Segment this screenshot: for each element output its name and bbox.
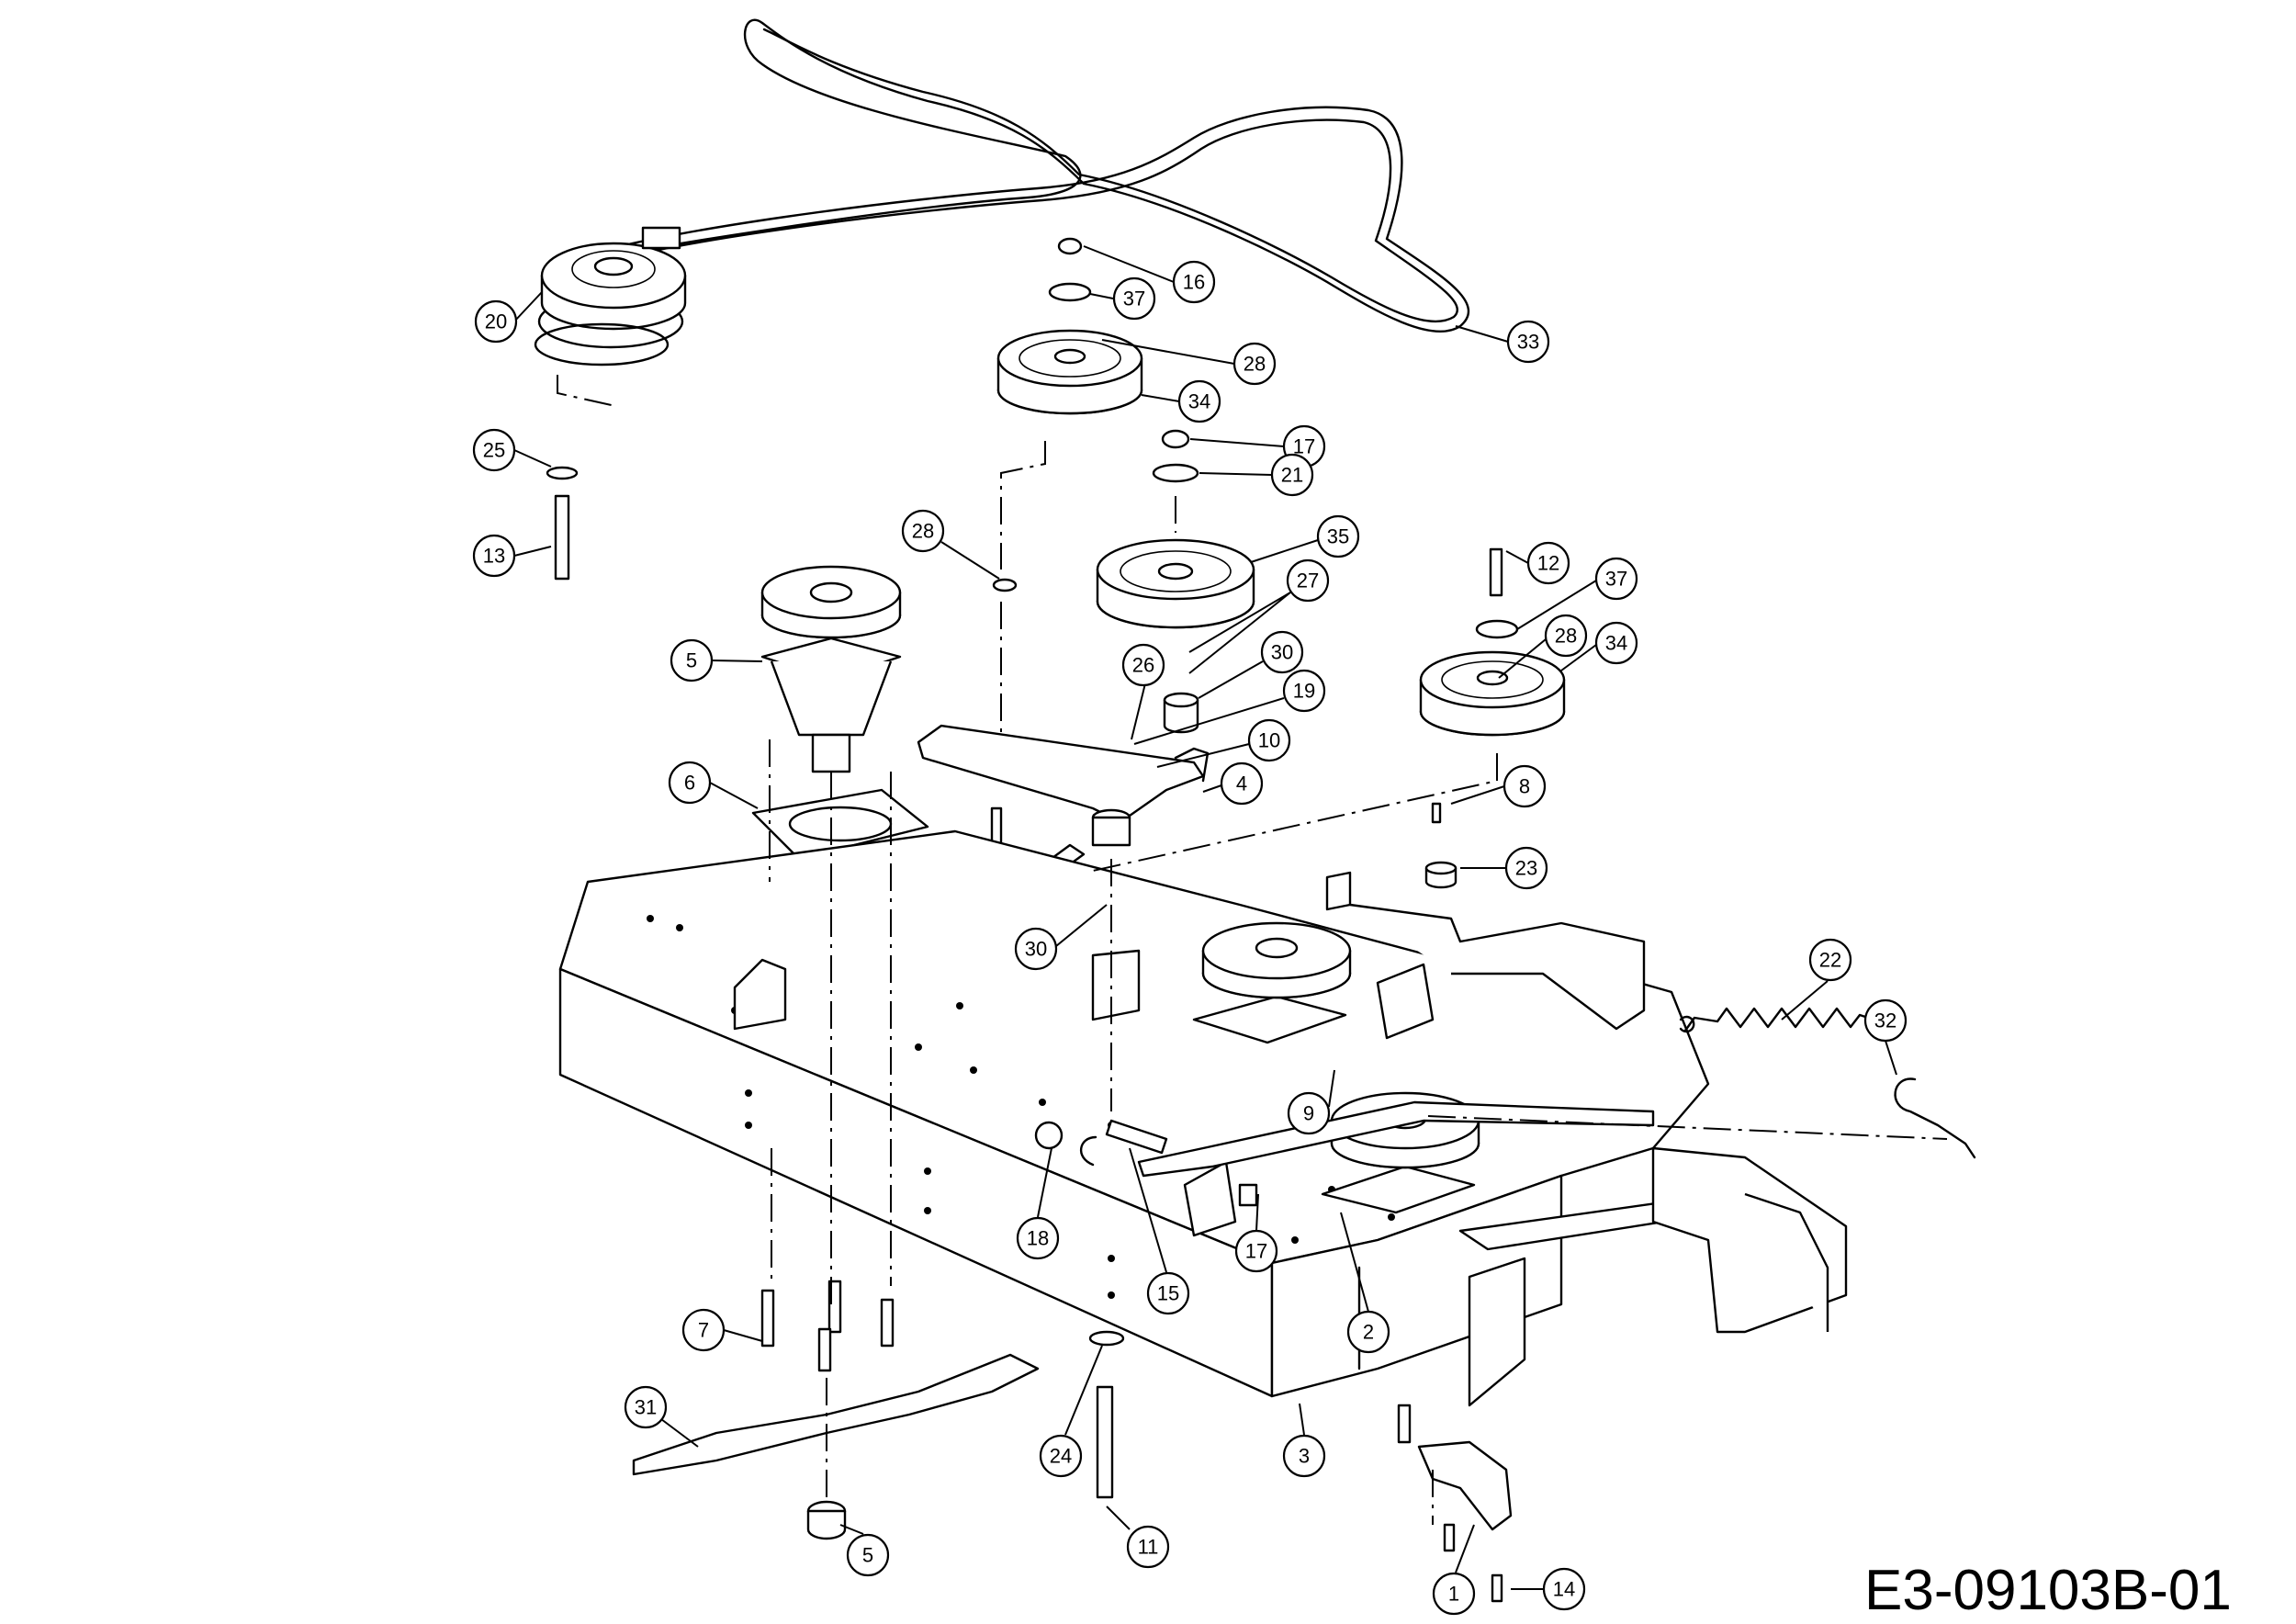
callout: 22	[1781, 938, 1852, 1021]
svg-text:15: 15	[1157, 1282, 1179, 1305]
callout: 25	[472, 428, 552, 472]
callout: 24	[1039, 1345, 1103, 1478]
callout: 31	[624, 1385, 699, 1448]
svg-text:3: 3	[1299, 1445, 1310, 1468]
callout: 37	[1516, 557, 1638, 630]
svg-text:7: 7	[698, 1319, 709, 1342]
svg-text:16: 16	[1183, 271, 1205, 294]
callout: 4	[1202, 761, 1264, 806]
callout: 35	[1250, 514, 1360, 563]
svg-text:5: 5	[686, 649, 697, 672]
electric-clutch	[534, 226, 687, 367]
drive-belt	[549, 18, 1470, 333]
svg-text:30: 30	[1025, 938, 1047, 961]
callout: 6	[668, 761, 759, 809]
callout: 11	[1106, 1506, 1170, 1569]
svg-text:32: 32	[1874, 1009, 1896, 1032]
svg-text:23: 23	[1515, 857, 1537, 880]
svg-text:11: 11	[1138, 1536, 1159, 1559]
svg-text:28: 28	[1244, 353, 1266, 376]
callout: 17	[1234, 1193, 1278, 1273]
svg-text:2: 2	[1363, 1321, 1374, 1344]
svg-text:34: 34	[1605, 632, 1627, 655]
callout: 3	[1282, 1403, 1326, 1478]
deck-holes	[647, 915, 1395, 1299]
callout: 26	[1121, 643, 1165, 740]
spindle-center	[1192, 921, 1352, 1044]
svg-text:20: 20	[485, 310, 507, 333]
svg-text:10: 10	[1258, 729, 1280, 752]
callout: 32	[1863, 998, 1908, 1076]
drawing-code: E3-09103B-01	[1864, 1559, 2232, 1622]
callout: 19	[1133, 669, 1326, 745]
callout: 5	[670, 638, 763, 682]
callout: 9	[1287, 1069, 1335, 1135]
svg-text:19: 19	[1293, 680, 1315, 703]
svg-text:14: 14	[1553, 1578, 1575, 1601]
callouts: 20 25 13 16 37 28 34 33 17 21 28 35 27 2…	[472, 245, 1908, 1616]
svg-text:6: 6	[684, 772, 695, 795]
svg-text:37: 37	[1605, 568, 1627, 591]
svg-text:5: 5	[862, 1544, 873, 1567]
svg-text:25: 25	[483, 439, 505, 462]
svg-text:4: 4	[1236, 773, 1247, 795]
svg-text:35: 35	[1327, 525, 1349, 548]
flat-idler-35	[1096, 538, 1255, 629]
svg-text:17: 17	[1245, 1240, 1267, 1263]
svg-text:26: 26	[1132, 654, 1154, 677]
callout: 8	[1450, 764, 1547, 808]
callout: 33	[1455, 320, 1550, 364]
callout: 18	[1016, 1147, 1060, 1260]
svg-text:27: 27	[1297, 570, 1319, 592]
svg-text:24: 24	[1050, 1445, 1072, 1468]
callout: 13	[472, 534, 552, 578]
svg-text:17: 17	[1293, 435, 1315, 458]
svg-text:22: 22	[1819, 949, 1841, 972]
callout: 14	[1511, 1567, 1586, 1611]
callout: 28	[1498, 614, 1588, 679]
idler-pulley-34-right	[1419, 650, 1566, 737]
svg-text:33: 33	[1517, 331, 1539, 354]
svg-text:28: 28	[912, 520, 934, 543]
svg-text:37: 37	[1123, 288, 1145, 310]
svg-text:31: 31	[635, 1396, 657, 1419]
svg-text:34: 34	[1188, 390, 1210, 413]
callout: 34	[1141, 379, 1221, 423]
callout: 37	[1089, 276, 1156, 321]
svg-text:9: 9	[1303, 1102, 1314, 1125]
idler-pulley-34-top	[996, 329, 1143, 415]
svg-text:30: 30	[1271, 641, 1293, 664]
callout: 2	[1340, 1212, 1390, 1354]
alignment-lines	[557, 375, 1948, 1525]
callout: 1	[1432, 1524, 1476, 1616]
callout: 27	[1188, 558, 1330, 674]
svg-text:1: 1	[1448, 1583, 1459, 1606]
callout: 23	[1460, 846, 1548, 890]
callout: 10	[1156, 718, 1291, 768]
callout: 21	[1199, 453, 1314, 497]
callout: 5	[839, 1524, 890, 1577]
callout: 30	[1198, 630, 1304, 699]
svg-text:8: 8	[1519, 775, 1530, 798]
spindle-plate-6	[751, 788, 929, 861]
svg-text:21: 21	[1281, 464, 1303, 487]
svg-text:13: 13	[483, 545, 505, 568]
svg-text:28: 28	[1555, 625, 1577, 648]
callout: 16	[1083, 245, 1216, 304]
callout: 30	[1014, 904, 1108, 971]
spring-and-hook	[1679, 1007, 1976, 1159]
callout: 20	[474, 291, 543, 344]
callout: 28	[901, 509, 1000, 580]
spindle-assembly-left	[760, 565, 902, 773]
svg-text:18: 18	[1027, 1227, 1049, 1250]
callout: 7	[681, 1308, 763, 1352]
callout: 28	[1101, 339, 1277, 386]
callout: 34	[1560, 621, 1638, 671]
svg-text:12: 12	[1537, 552, 1559, 575]
hardware-top	[546, 237, 1519, 889]
blade-and-bolts	[632, 1119, 1513, 1603]
callout: 15	[1129, 1147, 1190, 1315]
callout: 12	[1505, 541, 1570, 585]
